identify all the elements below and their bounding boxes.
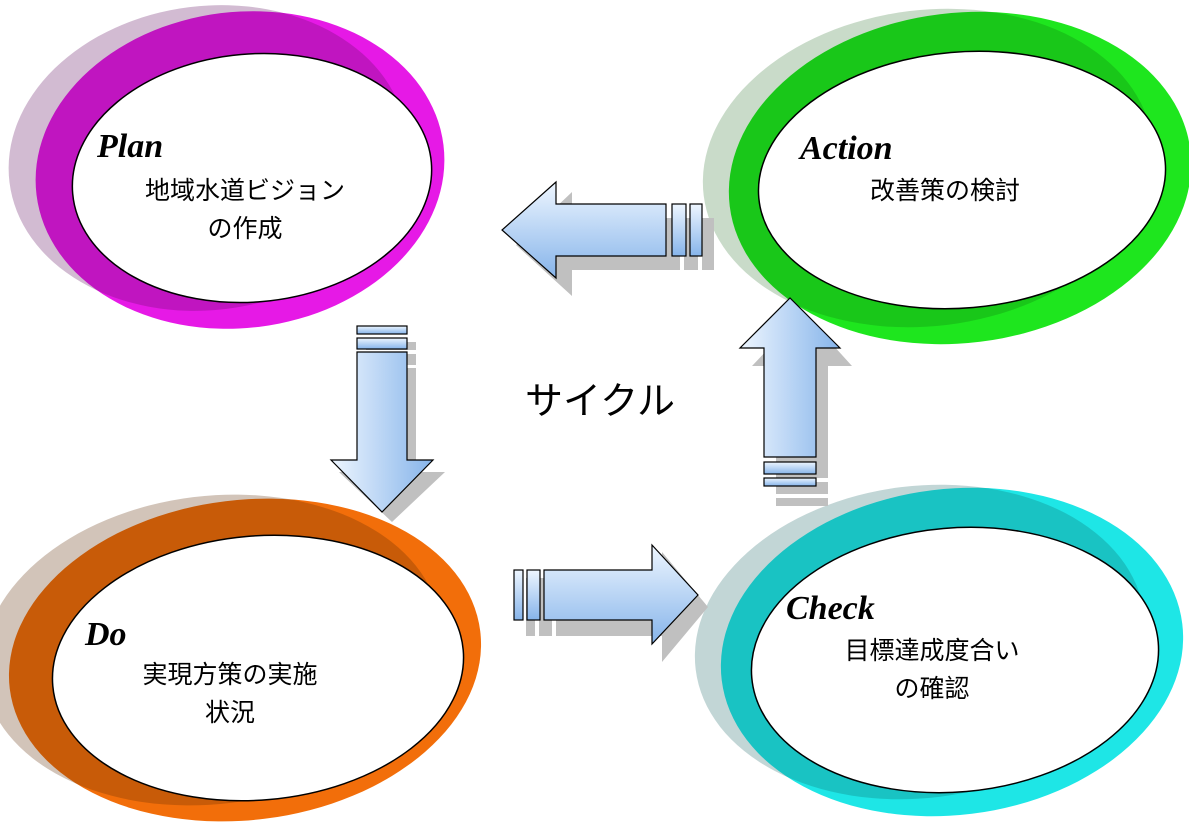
check-title: Check [786,590,875,627]
action-description-line: 改善策の検討 [869,176,1020,205]
arrow-plan-to-do [329,325,445,522]
check-description: 目標達成度合い の確認 [782,632,1082,708]
plan-description-line: の作成 [207,214,283,243]
arrow-do-to-check [513,543,708,662]
do-description: 実現方策の実施 状況 [80,656,380,732]
do-title: Do [85,616,127,653]
action-title: Action [800,130,893,167]
do-description-line: 状況 [204,698,255,727]
do-description-line: 実現方策の実施 [142,660,318,689]
check-ring [694,484,1184,817]
plan-title: Plan [97,128,164,165]
plan-ring [8,5,445,329]
action-description: 改善策の検討 [795,172,1095,210]
action-ring [702,8,1189,345]
arrow-action-to-plan [501,180,714,296]
cycle-label: サイクル [524,379,676,423]
do-ring [0,494,482,822]
plan-description: 地域水道ビジョン の作成 [95,172,395,248]
check-description-line: 目標達成度合い [844,636,1020,665]
check-description-line: の確認 [894,674,970,703]
arrow-check-to-action [738,297,852,506]
plan-description-line: 地域水道ビジョン [144,176,345,205]
